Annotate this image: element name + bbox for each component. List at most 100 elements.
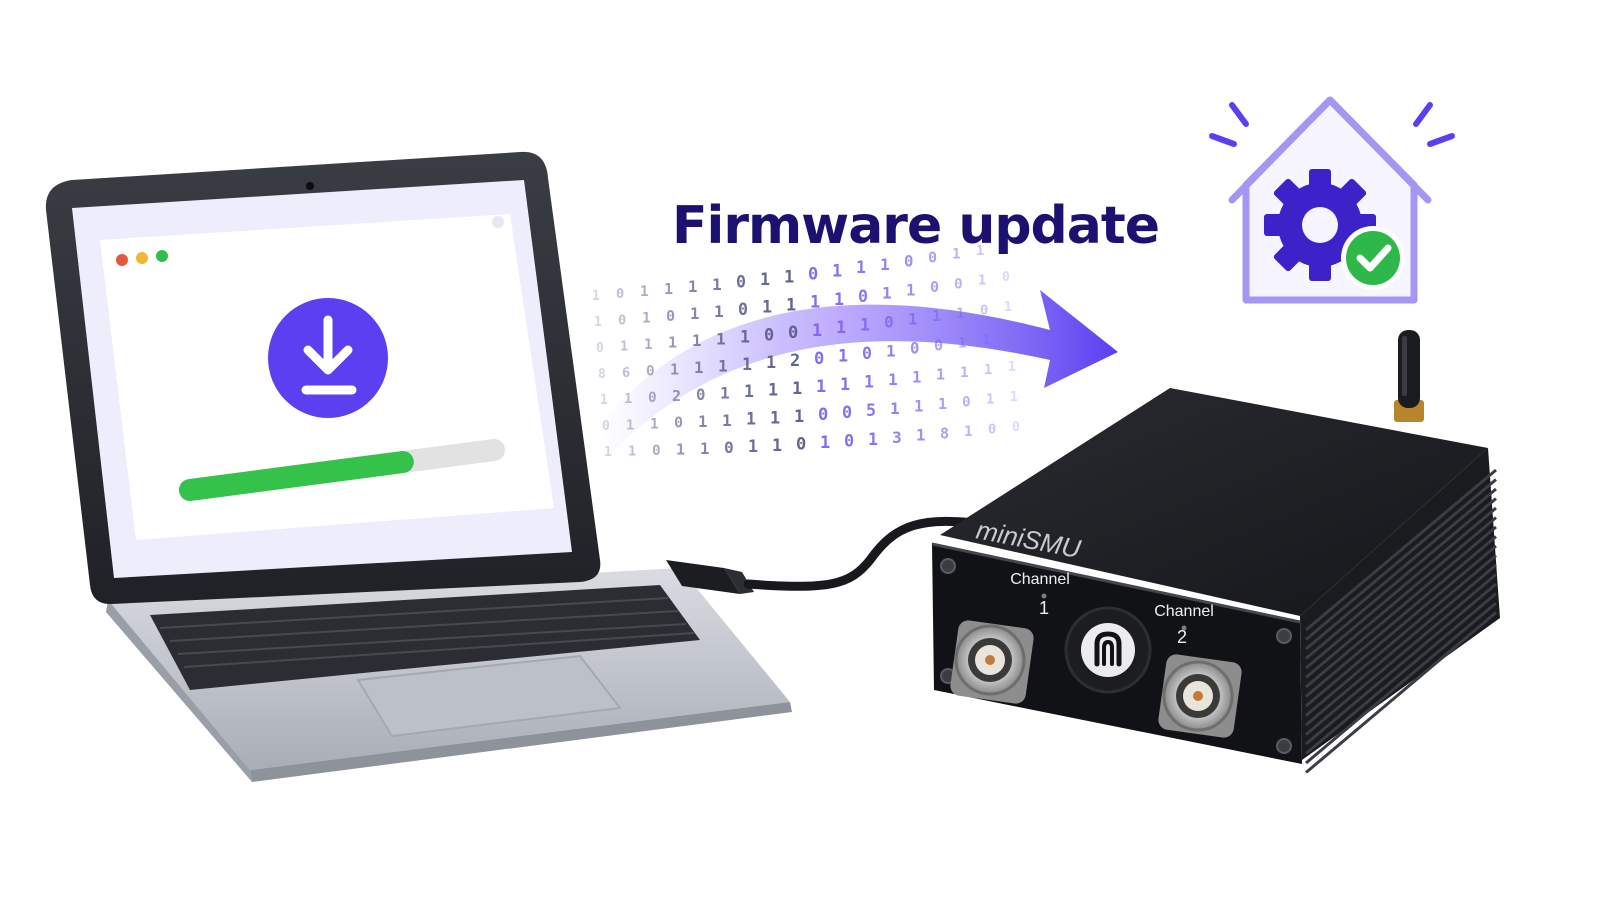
binary-digit: 1 (964, 424, 973, 440)
binary-digit: 1 (664, 280, 673, 298)
transfer-arrow (600, 290, 1118, 455)
check-badge-icon (1341, 226, 1405, 290)
heatsink-fin (1305, 516, 1497, 679)
binary-digit: 1 (784, 267, 794, 287)
binary-digit: 0 (724, 438, 734, 457)
binary-digit: 1 (626, 417, 634, 433)
window-minimize-dot[interactable] (136, 252, 148, 264)
binary-digit: 1 (640, 284, 649, 300)
binary-digit: 1 (812, 321, 822, 341)
heatsink-fin (1305, 582, 1497, 746)
binary-digit: 1 (760, 269, 770, 289)
binary-digit: 1 (832, 261, 842, 281)
binary-digit: 1 (816, 377, 826, 397)
binary-digit: 1 (840, 374, 850, 394)
binary-digit: 1 (722, 411, 732, 430)
binary-digit: 0 (788, 323, 798, 343)
binary-digit: 1 (906, 280, 915, 299)
binary-digit: 1 (958, 335, 967, 351)
heatsink-fin (1305, 563, 1497, 727)
binary-digit: 1 (712, 275, 722, 294)
binary-digit: 1 (762, 297, 772, 317)
heatsink-fin (1305, 573, 1497, 736)
channel-1-label: Channel (1010, 571, 1070, 588)
binary-digit: 1 (748, 437, 758, 456)
binary-digit: 0 (884, 313, 894, 332)
binary-digit: 0 (904, 251, 913, 270)
binary-digit: 0 (764, 324, 774, 344)
binary-digit: 0 (808, 265, 818, 285)
heatsink-fin (1305, 525, 1497, 689)
binary-digit: 1 (820, 433, 830, 453)
binary-digit: 1 (718, 357, 728, 376)
window-maximize-dot[interactable] (156, 250, 168, 262)
bnc-connector-channel-2[interactable] (1157, 653, 1243, 739)
binary-digit: 0 (648, 390, 657, 406)
binary-digit: 1 (810, 293, 820, 313)
binary-digit: 1 (984, 362, 992, 378)
binary-digit: 1 (888, 370, 898, 389)
binary-digit: 0 (862, 344, 872, 363)
binary-digit: 1 (700, 439, 709, 458)
binary-digit: 2 (790, 351, 800, 371)
heatsink-fin (1305, 592, 1497, 755)
binary-digit: 0 (646, 364, 655, 380)
binary-digit: 1 (766, 352, 776, 372)
binary-digit: 2 (672, 387, 681, 405)
binary-digit: 1 (882, 284, 892, 303)
bnc-connector-channel-1[interactable] (949, 619, 1035, 705)
screw (940, 558, 956, 574)
binary-digit: 5 (866, 401, 876, 420)
binary-digit: 1 (978, 273, 986, 289)
binary-digit: 8 (940, 424, 949, 442)
binary-digit: 0 (674, 414, 683, 432)
binary-digit: 1 (836, 317, 846, 337)
binary-digit: 1 (688, 277, 697, 296)
house-gear-check-icon (1209, 96, 1455, 304)
binary-digit: 0 (618, 312, 626, 328)
binary-digit: 0 (696, 385, 705, 404)
binary-digit: 0 (796, 435, 806, 455)
binary-digit: 0 (736, 273, 746, 292)
binary-digit: 1 (604, 445, 612, 460)
binary-digit: 1 (690, 304, 699, 323)
binary-digit: 1 (746, 410, 756, 429)
heatsink-fin (1305, 497, 1497, 660)
laptop (45, 151, 792, 782)
download-arrow-icon (268, 298, 388, 418)
binary-digit: 1 (916, 426, 925, 445)
binary-digit: 0 (652, 443, 661, 459)
binary-digit: 1 (856, 258, 866, 277)
heatsink-fin (1305, 468, 1497, 632)
screw (1276, 628, 1292, 644)
binary-digit: 1 (890, 399, 900, 418)
binary-digit: 1 (676, 440, 685, 458)
binary-digit: 1 (792, 379, 802, 399)
binary-digit: 1 (594, 315, 602, 330)
channel-2-number: 2 (1177, 627, 1187, 647)
binary-digit: 1 (834, 289, 844, 309)
binary-digit: 1 (912, 368, 921, 387)
binary-digit: 1 (714, 302, 724, 321)
binary-digit: 1 (860, 315, 870, 334)
binary-digit: 1 (794, 407, 804, 427)
binary-digit: 1 (692, 331, 701, 350)
binary-digit: 1 (786, 295, 796, 315)
binary-digit: 0 (954, 276, 963, 292)
heatsink-fin (1305, 478, 1497, 641)
binary-digit: 0 (596, 341, 604, 356)
heatsink-fin (1305, 535, 1497, 698)
heatsink-fin (1305, 544, 1497, 708)
binary-digit: 1 (868, 430, 878, 449)
headline: Firmware update (672, 196, 1160, 256)
binary-digit: 1 (628, 444, 636, 460)
binary-digit: 1 (650, 417, 659, 433)
window-close-dot[interactable] (116, 254, 128, 266)
binary-digit: 1 (772, 435, 782, 455)
binary-digit: 0 (666, 307, 675, 325)
binary-digit: 1 (742, 355, 752, 374)
heatsink-fin (1305, 601, 1497, 765)
binary-digit: 0 (818, 405, 828, 425)
binary-digit: 1 (698, 412, 707, 431)
binary-digit: 1 (770, 407, 780, 427)
